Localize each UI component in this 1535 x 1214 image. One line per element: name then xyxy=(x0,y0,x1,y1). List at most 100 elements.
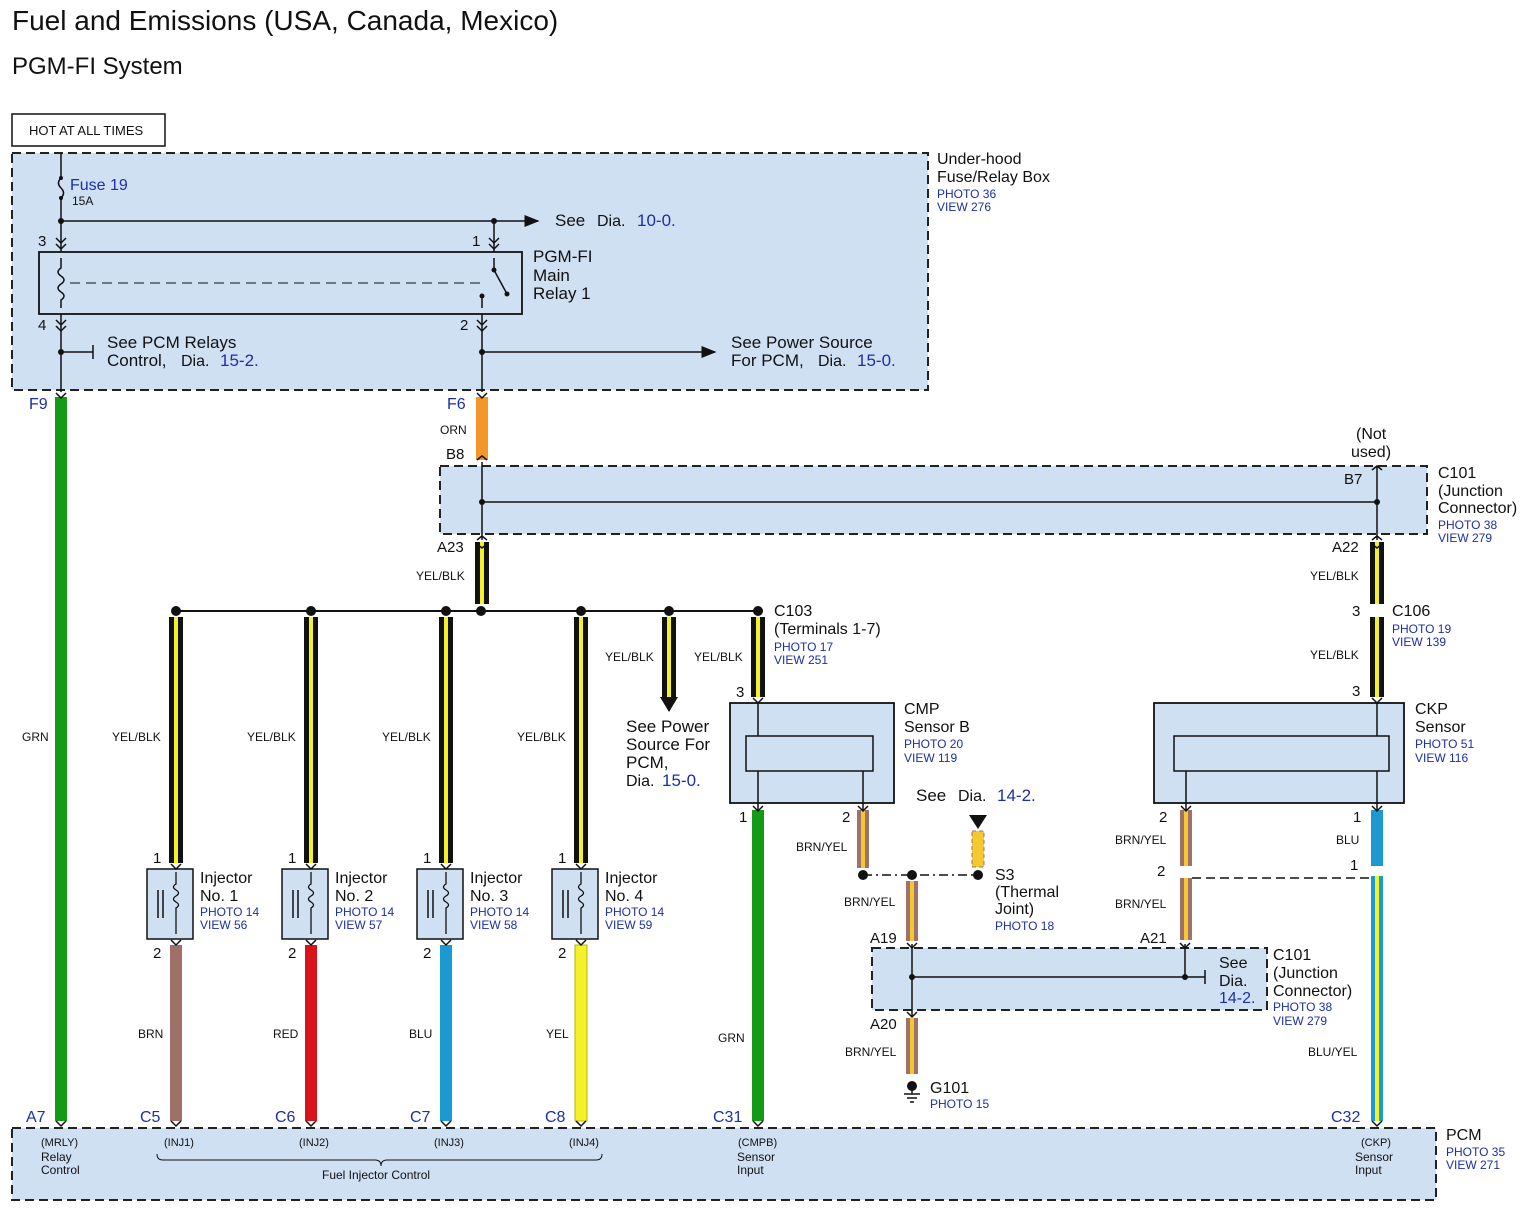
svg-text:PHOTO 36: PHOTO 36 xyxy=(937,187,996,201)
fuse-19 xyxy=(57,153,65,252)
svg-text:Dia.: Dia. xyxy=(626,773,654,790)
svg-text:(INJ4): (INJ4) xyxy=(569,1137,599,1149)
svg-text:1: 1 xyxy=(472,233,480,250)
wire-yel-blk-inj3 xyxy=(439,617,453,863)
wire-blu-c7 xyxy=(440,945,452,1121)
hot-at-all-times-label: HOT AT ALL TIMES xyxy=(29,123,143,138)
see-dia-15-0-link-2[interactable]: 15-0. xyxy=(662,771,701,790)
svg-text:VIEW 119: VIEW 119 xyxy=(904,751,957,765)
svg-text:A20: A20 xyxy=(870,1016,897,1033)
svg-text:PHOTO 14: PHOTO 14 xyxy=(605,905,664,919)
svg-text:YEL/BLK: YEL/BLK xyxy=(517,730,566,744)
injector-1 xyxy=(146,868,194,940)
svg-text:BRN/YEL: BRN/YEL xyxy=(845,1045,897,1059)
wire-grn-a7 xyxy=(55,397,67,1121)
svg-text:YEL/BLK: YEL/BLK xyxy=(416,569,465,583)
svg-text:No. 4: No. 4 xyxy=(605,888,643,905)
svg-text:See Power: See Power xyxy=(626,717,709,736)
svg-text:No. 2: No. 2 xyxy=(335,888,373,905)
svg-text:3: 3 xyxy=(38,233,46,250)
svg-text:C7: C7 xyxy=(410,1109,431,1126)
svg-text:VIEW 279: VIEW 279 xyxy=(1438,531,1492,545)
svg-text:No. 3: No. 3 xyxy=(470,888,508,905)
svg-text:3: 3 xyxy=(1352,603,1360,620)
see-dia-15-2-link[interactable]: 15-2. xyxy=(220,351,259,370)
wire-brn-c5 xyxy=(170,945,182,1121)
svg-text:VIEW 251: VIEW 251 xyxy=(774,653,828,667)
svg-text:2: 2 xyxy=(423,945,431,962)
wire-yel-blk-power-ref xyxy=(660,617,678,712)
svg-text:BLU: BLU xyxy=(1336,833,1359,847)
svg-text:CMP: CMP xyxy=(904,701,940,718)
wire-yel-blk-cmp xyxy=(751,617,765,697)
svg-text:Source For: Source For xyxy=(626,735,710,754)
svg-text:BRN/YEL: BRN/YEL xyxy=(796,840,848,854)
svg-text:BRN: BRN xyxy=(138,1027,163,1041)
svg-text:PHOTO 14: PHOTO 14 xyxy=(470,905,529,919)
svg-text:Input: Input xyxy=(1355,1163,1382,1177)
see-dia-15-0-link[interactable]: 15-0. xyxy=(857,351,896,370)
svg-text:See Power Source: See Power Source xyxy=(731,333,873,352)
wire-brn-yel-g101 xyxy=(906,1018,918,1074)
see-dia-14-2-link-2[interactable]: 14-2. xyxy=(1219,990,1255,1007)
svg-text:VIEW 116: VIEW 116 xyxy=(1415,751,1468,765)
svg-text:PHOTO 18: PHOTO 18 xyxy=(995,919,1054,933)
ckp-sensor-element xyxy=(1173,735,1390,772)
ground-icon xyxy=(904,1081,920,1103)
svg-text:(INJ3): (INJ3) xyxy=(434,1137,464,1149)
svg-text:Injector: Injector xyxy=(335,870,388,887)
svg-text:Dia.: Dia. xyxy=(1219,973,1247,990)
svg-text:F9: F9 xyxy=(29,396,48,413)
fuse-19-amp: 15A xyxy=(72,194,93,208)
svg-text:4: 4 xyxy=(38,317,46,334)
svg-text:BLU/YEL: BLU/YEL xyxy=(1308,1045,1358,1059)
svg-text:YEL: YEL xyxy=(546,1027,569,1041)
svg-text:Input: Input xyxy=(737,1163,764,1177)
svg-text:C6: C6 xyxy=(275,1109,296,1126)
wire-red-c6 xyxy=(305,945,317,1121)
svg-text:S3: S3 xyxy=(995,867,1015,884)
wire-grn-c31 xyxy=(752,810,764,1121)
svg-text:CKP: CKP xyxy=(1415,701,1448,718)
svg-text:A19: A19 xyxy=(870,930,897,947)
svg-text:PCM: PCM xyxy=(1446,1127,1482,1144)
hot-at-all-times-box xyxy=(11,113,166,147)
svg-text:VIEW 56: VIEW 56 xyxy=(200,918,248,932)
fuel-injector-brace xyxy=(156,1153,603,1167)
pcm-box xyxy=(11,1127,1437,1201)
svg-text:1: 1 xyxy=(1353,809,1361,826)
svg-text:(Junction: (Junction xyxy=(1273,965,1338,982)
svg-text:Dia.: Dia. xyxy=(818,353,846,370)
svg-text:(Junction: (Junction xyxy=(1438,483,1503,500)
svg-text:1: 1 xyxy=(739,809,747,826)
svg-text:VIEW 279: VIEW 279 xyxy=(1273,1014,1327,1028)
see-dia-10-0-link[interactable]: 10-0. xyxy=(637,211,676,230)
svg-text:1: 1 xyxy=(288,850,296,867)
svg-text:2: 2 xyxy=(842,809,850,826)
wire-yel-blk-inj4 xyxy=(574,617,588,863)
svg-text:Fuel Injector Control: Fuel Injector Control xyxy=(322,1168,430,1182)
wire-yel-blk-inj2 xyxy=(304,617,318,863)
svg-text:YEL/BLK: YEL/BLK xyxy=(1310,648,1359,662)
see-dia-14-2-link[interactable]: 14-2. xyxy=(997,786,1036,805)
wire-yel-blk-a23 xyxy=(475,542,489,604)
svg-text:G101: G101 xyxy=(930,1080,969,1097)
svg-text:See: See xyxy=(555,211,585,230)
svg-text:C32: C32 xyxy=(1331,1109,1360,1126)
svg-text:VIEW 59: VIEW 59 xyxy=(605,918,653,932)
svg-text:(CMPB): (CMPB) xyxy=(738,1137,777,1149)
svg-text:See: See xyxy=(1219,955,1248,972)
svg-text:2: 2 xyxy=(558,945,566,962)
svg-text:YEL/BLK: YEL/BLK xyxy=(112,730,161,744)
svg-text:Connector): Connector) xyxy=(1438,500,1517,517)
svg-text:Control: Control xyxy=(41,1163,80,1177)
svg-text:Under-hood: Under-hood xyxy=(937,151,1022,168)
svg-text:PHOTO 38: PHOTO 38 xyxy=(1273,1000,1332,1014)
relay-coil-icon xyxy=(57,258,65,308)
svg-text:Injector: Injector xyxy=(605,870,658,887)
svg-text:C101: C101 xyxy=(1273,947,1311,964)
svg-text:(Terminals 1-7): (Terminals 1-7) xyxy=(774,621,881,638)
svg-text:YEL/BLK: YEL/BLK xyxy=(694,650,743,664)
